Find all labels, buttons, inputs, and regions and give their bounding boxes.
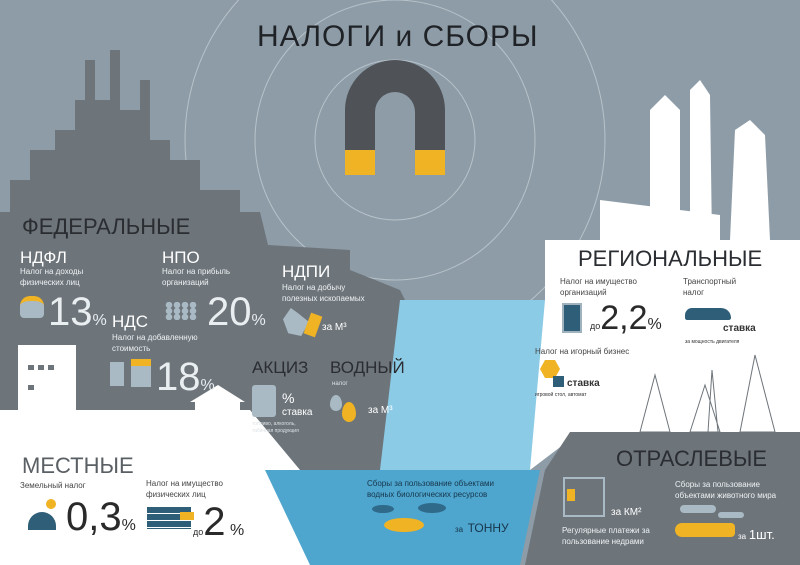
local-buildings (18, 345, 245, 440)
ndfl-value: 13% (48, 290, 107, 334)
page-title: НАЛОГИ и СБОРЫ (257, 20, 539, 53)
akciz-name: АКЦИЗ (252, 358, 309, 377)
fish-icon (372, 505, 394, 513)
building-windows (28, 365, 54, 390)
vodny-sub: налог (332, 381, 348, 387)
npo-desc: Налог на прибыль организаций (162, 267, 231, 287)
regional-area (530, 240, 800, 470)
gambling-desc: Налог на игорный бизнес (535, 347, 630, 356)
fish-icon (418, 503, 446, 513)
canister-icon (252, 385, 276, 417)
animal-icon (718, 512, 744, 518)
vodny-unit: за М³ (368, 405, 393, 416)
ndpi-unit: за М³ (322, 322, 347, 333)
ndfl-name: НДФЛ (20, 248, 67, 267)
chip-icon (540, 360, 560, 378)
animal-icon (680, 505, 716, 513)
nds-desc: Налог на добавленную стоимость (112, 333, 198, 353)
gold-brick-icon (180, 512, 194, 520)
factory-silhouette (10, 50, 240, 215)
ndfl-desc: Налог на доходы физических лиц (20, 267, 84, 287)
water-fees-unit: за ТОННУ (455, 521, 509, 535)
regional-property-value: до2,2% (590, 299, 662, 337)
land-desc: Земельный налог (20, 481, 86, 490)
gambling-note: игровой стол, автомат (535, 392, 587, 398)
dice-icon (553, 376, 564, 387)
federal-heading: ФЕДЕРАЛЬНЫЕ (22, 214, 191, 239)
gold-drop-icon (342, 402, 356, 422)
gold-fish-icon (384, 518, 424, 532)
wildlife-desc: Сборы за пользование объектами животного… (675, 480, 777, 500)
regional-property-desc: Налог на имущество организаций (560, 277, 637, 297)
wildlife-unit: за 1шт. (738, 527, 775, 542)
fox-icon (675, 523, 735, 537)
forest-icon (639, 354, 776, 433)
akciz-pct: % (282, 390, 295, 406)
subsoil-desc: Регулярные платежи за пользование недрам… (562, 526, 650, 546)
transport-rate: ставка (723, 323, 756, 334)
gift-icon (131, 359, 151, 387)
akciz-rate: ставка (282, 407, 313, 418)
federal-area (0, 212, 405, 470)
transport-note: за мощность двигателя (685, 339, 740, 345)
ndpi-name: НДПИ (282, 262, 331, 281)
akciz-note: топливо, алкоголь, табачная продукция (252, 421, 299, 434)
subsoil-unit: за КМ² (611, 507, 642, 518)
regional-heading: РЕГИОНАЛЬНЫЕ (578, 246, 763, 271)
safe-icon (562, 303, 582, 333)
land-value: 0,3% (66, 495, 136, 539)
city-silhouette (600, 80, 770, 240)
mine-plan-icon (563, 477, 605, 517)
npo-value: 20% (207, 290, 266, 334)
land-icon (28, 512, 56, 530)
coins-icon (165, 302, 197, 320)
water-drop-icon (330, 395, 342, 411)
nds-value: 18% (156, 355, 215, 399)
local-area (0, 410, 320, 565)
vodny-name: ВОДНЫЙ (330, 358, 405, 377)
local-heading: МЕСТНЫЕ (22, 453, 134, 478)
nds-name: НДС (112, 312, 149, 331)
gambling-rate: ставка (567, 378, 600, 389)
npo-name: НПО (162, 248, 200, 267)
water-fees-desc: Сборы за пользование объектами водных би… (367, 479, 495, 499)
water-lower (265, 470, 540, 565)
magnet-icon (345, 60, 445, 175)
gift-icon (110, 362, 124, 386)
ndpi-desc: Налог на добычу полезных ископаемых (282, 283, 365, 303)
local-property-desc: Налог на имущество физических лиц (146, 479, 223, 499)
sector-heading: ОТРАСЛЕВЫЕ (616, 446, 768, 471)
flower-icon (46, 499, 56, 509)
local-property-value: до2 % (193, 500, 245, 544)
water-upper (380, 300, 555, 470)
transport-desc: Транспортный налог (683, 277, 737, 297)
car-icon (685, 308, 731, 320)
money-bag-icon (20, 296, 44, 318)
